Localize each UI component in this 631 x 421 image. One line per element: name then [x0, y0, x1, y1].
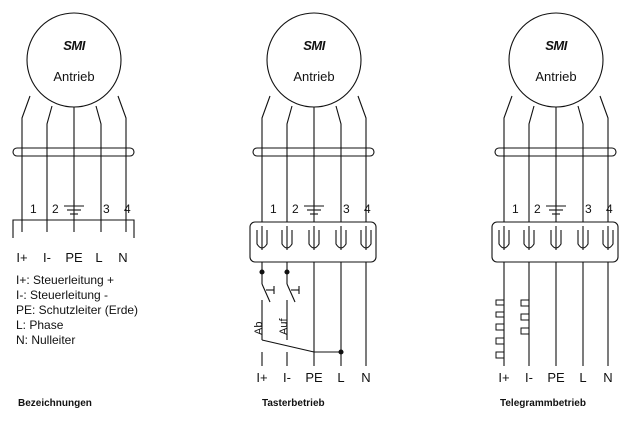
bottom-label: L — [579, 370, 586, 385]
motor-circle — [26, 12, 122, 108]
terminal-label: 3 — [343, 202, 350, 216]
terminal-label: 2 — [52, 202, 59, 216]
switch-auf — [284, 269, 300, 340]
motor-label: Antrieb — [53, 69, 94, 84]
bottom-label: N — [118, 250, 127, 265]
switch-label: Ab — [253, 322, 265, 335]
terminal-label: 4 — [364, 202, 371, 216]
ground-symbol — [64, 200, 84, 215]
caption: Bezeichnungen — [18, 398, 92, 409]
panel-bezeichnungen — [12, 12, 135, 238]
ground-symbol — [546, 200, 566, 215]
terminal-label: 4 — [124, 202, 131, 216]
switch-label: Auf — [278, 318, 290, 335]
bottom-label: L — [95, 250, 102, 265]
terminal-label: 3 — [585, 202, 592, 216]
bottom-label: I- — [525, 370, 533, 385]
terminal-label: 1 — [30, 202, 37, 216]
terminal-block — [12, 219, 135, 238]
legend: I+: Steuerleitung + I-: Steuerleitung - … — [16, 273, 138, 347]
ground-symbol — [304, 200, 324, 215]
terminal-label: 1 — [512, 202, 519, 216]
terminal-clamps — [498, 226, 614, 250]
terminal-label: 4 — [606, 202, 613, 216]
terminal-label: 2 — [534, 202, 541, 216]
terminal-clamps — [256, 226, 372, 250]
legend-item: PE: Schutzleiter (Erde) — [16, 303, 138, 317]
motor-circle — [266, 12, 362, 108]
bottom-label: N — [361, 370, 370, 385]
motor-label: Antrieb — [535, 69, 576, 84]
terminal-label: 3 — [103, 202, 110, 216]
legend-item: I+: Steuerleitung + — [16, 273, 114, 287]
switch-ab — [259, 269, 315, 353]
terminal-block — [249, 221, 377, 263]
bottom-label: I+ — [498, 370, 509, 385]
bottom-label: I- — [43, 250, 51, 265]
caption: Tasterbetrieb — [262, 398, 325, 409]
terminal-label: 2 — [292, 202, 299, 216]
bottom-label: I+ — [256, 370, 267, 385]
panel-telegrammbetrieb — [491, 12, 619, 366]
terminal-block — [491, 221, 619, 263]
bottom-label: I+ — [16, 250, 27, 265]
caption: Telegrammbetrieb — [500, 398, 586, 409]
bottom-label: PE — [547, 370, 565, 385]
motor-label: Antrieb — [293, 69, 334, 84]
legend-item: I-: Steuerleitung - — [16, 288, 108, 302]
bottom-label: PE — [305, 370, 323, 385]
bottom-label: I- — [283, 370, 291, 385]
panel-tasterbetrieb — [249, 12, 377, 366]
terminal-label: 1 — [270, 202, 277, 216]
bottom-label: PE — [65, 250, 83, 265]
bottom-label: N — [603, 370, 612, 385]
logo: SMI — [545, 38, 568, 53]
legend-item: N: Nulleiter — [16, 333, 75, 347]
wires — [21, 95, 127, 232]
motor-circle — [508, 12, 604, 108]
bottom-label: L — [337, 370, 344, 385]
telegram-pulse-icon — [495, 299, 530, 359]
logo: SMI — [303, 38, 326, 53]
logo: SMI — [63, 38, 86, 53]
legend-item: L: Phase — [16, 318, 64, 332]
